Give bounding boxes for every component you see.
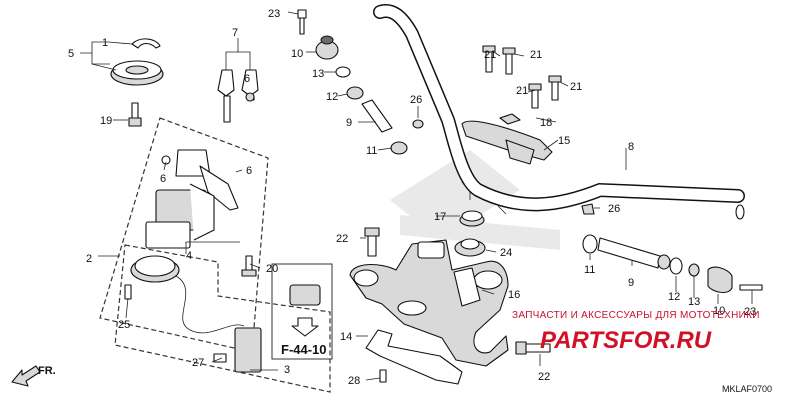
callout-numbers: 1 2 3 4 5 6 6 6 7 8 9 9 10 10 11 11 12 1…: [68, 8, 756, 387]
callout-12-right: 12: [668, 291, 680, 303]
diagram-code: MKLAF0700: [722, 384, 772, 394]
callout-6-left: 6: [160, 173, 166, 185]
callout-21-a: 21: [484, 49, 496, 61]
callout-11-left: 11: [366, 145, 377, 157]
bolt-19: [128, 102, 142, 127]
callout-2: 2: [86, 253, 92, 265]
keys: [217, 69, 259, 123]
callout-24: 24: [500, 247, 512, 259]
callout-22-right: 22: [538, 371, 550, 383]
callout-21-d: 21: [570, 81, 582, 93]
callout-11-right: 11: [584, 264, 595, 276]
callout-16: 16: [508, 289, 520, 301]
ignition-harness: [124, 255, 262, 373]
callout-4: 4: [186, 250, 192, 262]
callout-23-right: 23: [744, 306, 756, 318]
callout-15: 15: [558, 135, 570, 147]
reference-label: F-44-10: [281, 342, 327, 357]
callout-8: 8: [628, 141, 634, 153]
leader-lines: [80, 11, 753, 381]
part-cover-ring: [110, 38, 164, 86]
nut-26: [412, 119, 424, 129]
callout-17: 17: [434, 211, 446, 223]
callout-13-left: 13: [312, 68, 324, 80]
rubber-11: [390, 141, 408, 155]
collar-12: [346, 86, 364, 100]
callout-5: 5: [68, 48, 74, 60]
bolt-20: [241, 255, 257, 277]
cap-17: [459, 210, 485, 227]
callout-19: 19: [100, 115, 112, 127]
callout-20: 20: [266, 263, 278, 275]
top-bridge: [349, 239, 509, 367]
bracket-14: [365, 329, 463, 385]
callout-26-top: 26: [410, 94, 422, 106]
callout-9-right: 9: [628, 277, 634, 289]
callout-26-right: 26: [608, 203, 620, 215]
callout-27: 27: [192, 357, 204, 369]
background-watermark-stripes: [390, 150, 560, 250]
callout-10-right: 10: [713, 305, 725, 317]
handlebar: [373, 4, 745, 220]
callout-22-left: 22: [336, 233, 348, 245]
reference-box: F-44-10: [281, 284, 327, 357]
callout-3: 3: [284, 364, 290, 376]
right-end-parts: [581, 203, 763, 294]
callout-28: 28: [348, 375, 360, 387]
callout-23-top: 23: [268, 8, 280, 20]
ignition-switch: [145, 149, 239, 249]
callout-21-c: 21: [516, 85, 528, 97]
bolt-23-top: [297, 9, 307, 35]
upper-handlebar-holder: [461, 45, 562, 165]
rod-9: [361, 99, 393, 133]
callout-21-b: 21: [530, 49, 542, 61]
callout-18: 18: [540, 117, 552, 129]
nut-24: [454, 238, 486, 257]
callout-7: 7: [232, 27, 238, 39]
collar-13: [335, 66, 351, 78]
front-direction-arrow: FR.: [11, 365, 56, 387]
ignition-assembly-frame: [99, 117, 333, 393]
callout-13-right: 13: [688, 296, 700, 308]
callout-9-left: 9: [346, 117, 352, 129]
bolt-22-right: [515, 341, 551, 355]
watermark-logo: PARTSFOR.RU: [540, 327, 712, 354]
bar-end-weight: [315, 35, 339, 60]
callout-10-left: 10: [291, 48, 303, 60]
callout-25: 25: [118, 319, 130, 331]
callout-1: 1: [102, 37, 108, 49]
callout-6-right: 6: [246, 165, 252, 177]
bolt-22-left: [364, 227, 380, 257]
callout-14: 14: [340, 331, 352, 343]
callout-6-key: 6: [244, 73, 250, 85]
watermark: ЗАПЧАСТИ И АКСЕССУАРЫ ДЛЯ МОТОТЕХНИКИ PA…: [512, 310, 760, 354]
callout-12-left: 12: [326, 91, 338, 103]
front-label: FR.: [38, 365, 56, 377]
watermark-text: ЗАПЧАСТИ И АКСЕССУАРЫ ДЛЯ МОТОТЕХНИКИ: [512, 310, 760, 321]
